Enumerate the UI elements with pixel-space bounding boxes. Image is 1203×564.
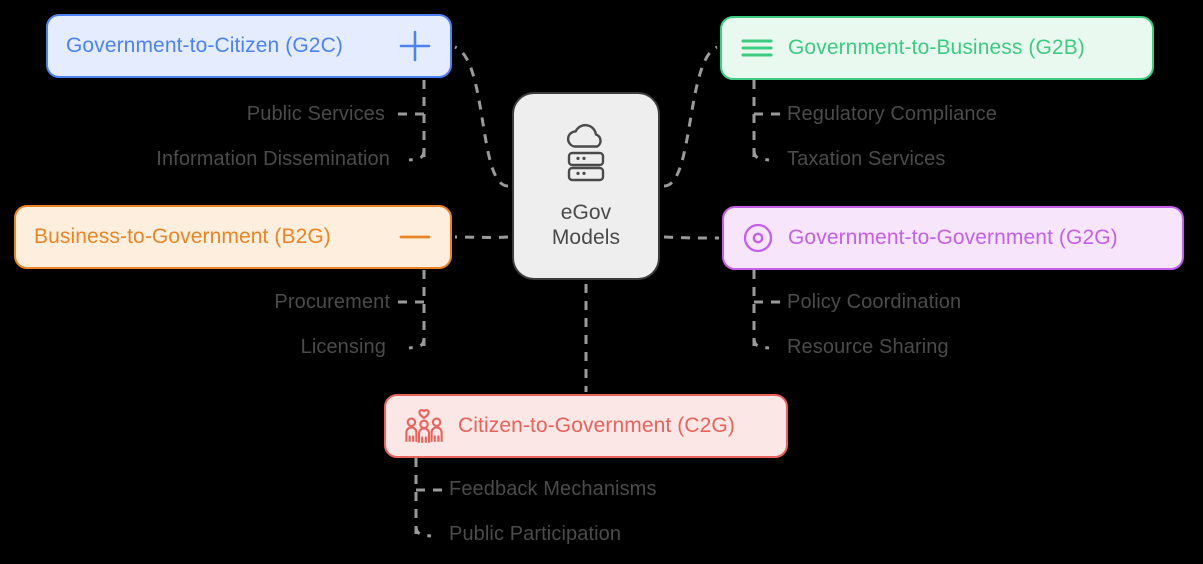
sub-label-b2g-procurement: Procurement (274, 291, 390, 313)
branch-node-c2g-label: Citizen-to-Government (C2G) (458, 414, 735, 437)
branch-node-g2c-label: Government-to-Citizen (G2C) (66, 34, 343, 57)
edge-center-to-g2g (663, 235, 720, 240)
edge-b2g-child-1 (408, 337, 426, 350)
circle-dot-icon (742, 222, 774, 254)
cloud-server-icon (558, 122, 614, 189)
center-node-label: eGov Models (552, 201, 620, 251)
branch-node-b2g[interactable]: Business-to-Government (B2G) (14, 205, 452, 269)
sub-label-c2g-feedback-mechanisms: Feedback Mechanisms (449, 478, 657, 500)
center-node-egov-models[interactable]: eGov Models (512, 92, 660, 280)
branch-node-c2g[interactable]: Citizen-to-Government (C2G) (384, 394, 788, 458)
equals-lines-icon (740, 35, 774, 61)
center-label-line-1: eGov (560, 200, 612, 224)
sub-label-b2g-licensing: Licensing (300, 336, 386, 358)
family-heart-icon (404, 408, 444, 444)
sub-label-c2g-public-participation: Public Participation (449, 523, 622, 545)
branch-node-b2g-label: Business-to-Government (B2G) (34, 225, 331, 248)
branch-node-g2g[interactable]: Government-to-Government (G2G) (722, 206, 1184, 270)
sub-label-g2c-information-dissemination: Information Dissemination (156, 148, 390, 170)
edge-g2c-child-1 (408, 149, 426, 162)
branch-node-g2c[interactable]: Government-to-Citizen (G2C) (46, 14, 452, 78)
edge-g2b-child-1 (752, 149, 770, 162)
branch-node-g2g-label: Government-to-Government (G2G) (788, 226, 1118, 249)
sub-label-g2g-resource-sharing: Resource Sharing (787, 336, 949, 358)
sub-label-g2c-public-services: Public Services (246, 103, 385, 125)
branch-node-g2b-label: Government-to-Business (G2B) (788, 36, 1085, 59)
edge-center-to-g2b (663, 45, 718, 188)
sub-label-g2b-regulatory-compliance: Regulatory Compliance (787, 103, 997, 125)
sub-label-g2g-policy-coordination: Policy Coordination (787, 291, 962, 313)
edge-center-to-g2c (454, 45, 509, 188)
sub-label-g2b-taxation-services: Taxation Services (787, 148, 946, 170)
edge-c2g-child-1 (414, 525, 432, 538)
branch-node-g2b[interactable]: Government-to-Business (G2B) (720, 16, 1154, 80)
minus-icon (398, 220, 432, 254)
edge-g2g-child-1 (752, 337, 770, 350)
plus-icon (398, 29, 432, 63)
center-label-line-2: Models (551, 225, 621, 249)
